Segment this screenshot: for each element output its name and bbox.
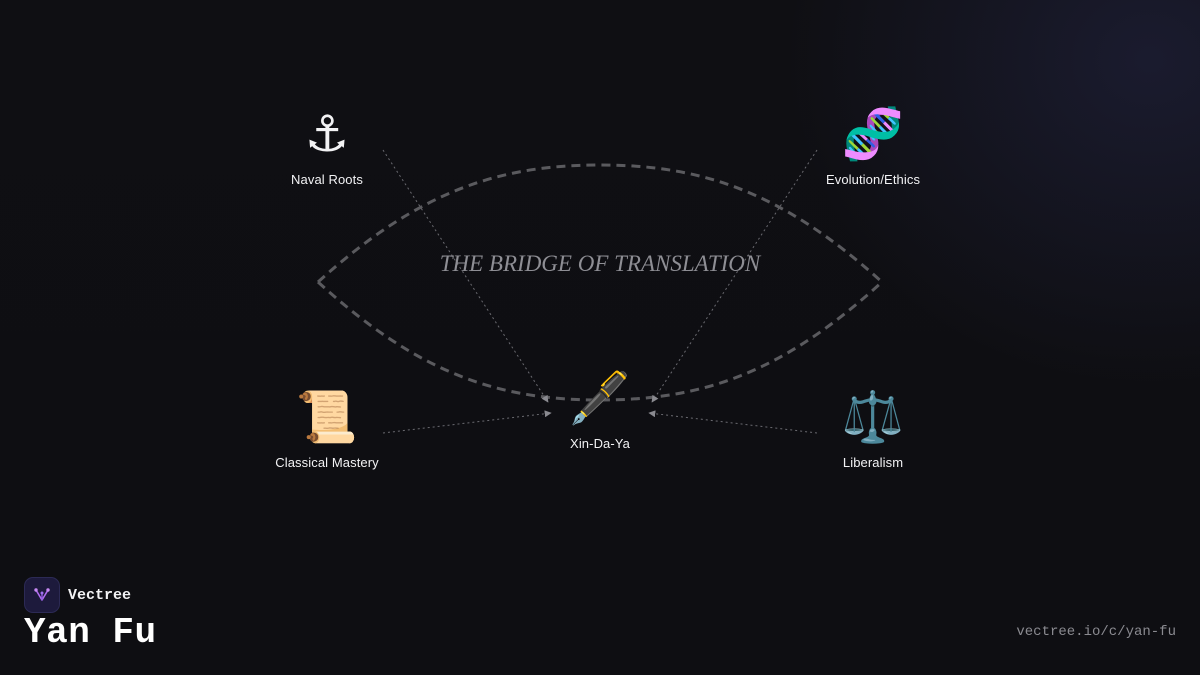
edge-classical-mastery-to-xin-da-ya	[382, 410, 552, 434]
source-url: vectree.io/c/yan-fu	[1016, 624, 1176, 640]
bridge-arc-lower	[316, 280, 884, 402]
brand: Vectree	[24, 577, 131, 613]
scales-icon: ⚖️	[841, 388, 905, 446]
edge-naval-roots-to-xin-da-ya	[382, 149, 549, 403]
anchor-icon: ⚓	[304, 105, 350, 163]
dna-icon: 🧬	[841, 105, 905, 163]
brand-name: Vectree	[68, 586, 132, 604]
node-classical-mastery: 📜 Classical Mastery	[237, 389, 417, 470]
fountain-pen-icon: 🖋️	[568, 369, 632, 427]
node-xin-da-ya: 🖋️ Xin-Da-Ya	[510, 370, 690, 451]
node-label: Xin-Da-Ya	[570, 436, 630, 451]
edge-evolution-ethics-to-xin-da-ya	[651, 149, 818, 403]
node-naval-roots: ⚓ Naval Roots	[237, 106, 417, 187]
node-label: Liberalism	[842, 455, 904, 470]
vectree-logo-icon	[24, 577, 60, 613]
scroll-icon: 📜	[295, 388, 359, 446]
bridge-arc-upper	[316, 163, 884, 284]
diagram-title: THE BRIDGE OF TRANSLATION	[439, 251, 761, 276]
node-label: Naval Roots	[291, 172, 363, 187]
edge-liberalism-to-xin-da-ya	[648, 410, 818, 434]
node-liberalism: ⚖️ Liberalism	[783, 389, 963, 470]
node-label: Evolution/Ethics	[825, 172, 921, 187]
node-evolution-ethics: 🧬 Evolution/Ethics	[783, 106, 963, 187]
node-label: Classical Mastery	[275, 455, 379, 470]
page-title: Yan Fu	[24, 612, 157, 653]
